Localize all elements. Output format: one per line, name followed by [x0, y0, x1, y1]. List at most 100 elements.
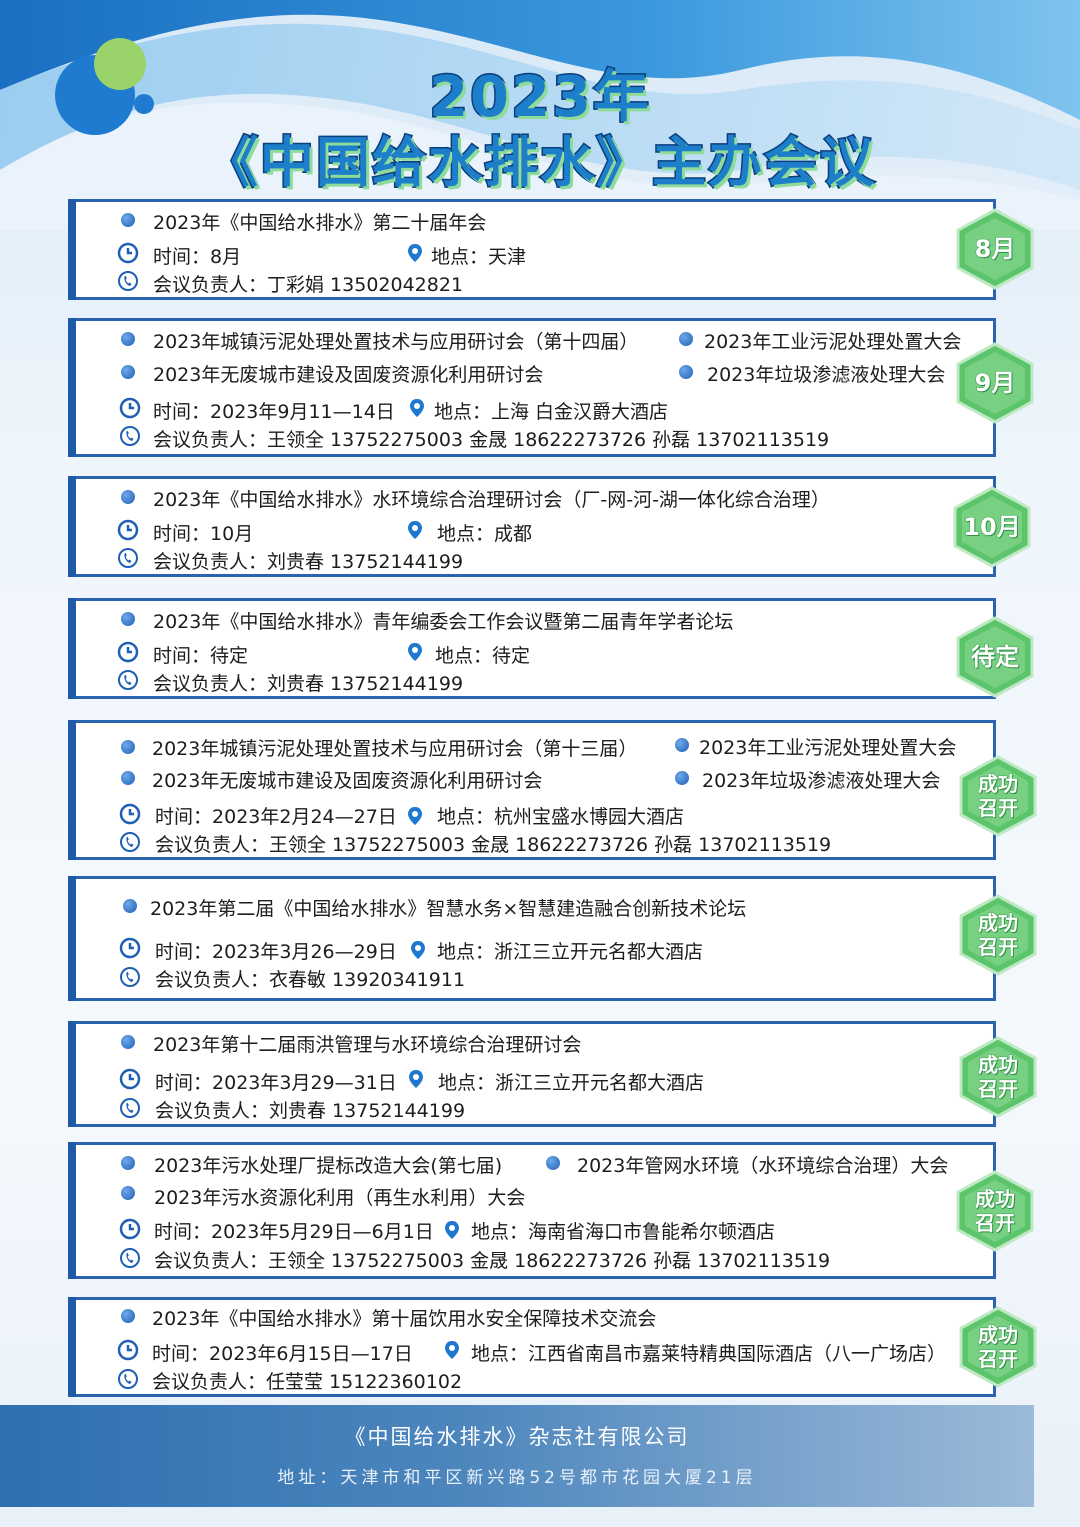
status-badge: 9月 [954, 342, 1036, 424]
meeting-topic: 2023年城镇污泥处理处置技术与应用研讨会（第十三届） [152, 738, 638, 760]
bullet-dot-icon [679, 365, 693, 379]
bullet-dot-icon [546, 1156, 560, 1170]
meeting-topic: 2023年第二届《中国给水排水》智慧水务×智慧建造融合创新技术论坛 [150, 898, 747, 920]
bullet-dot-icon [121, 1309, 135, 1323]
meeting-topic: 2023年工业污泥处理处置大会 [699, 737, 957, 759]
clock-icon [117, 1339, 139, 1361]
phone-icon [120, 832, 140, 852]
meeting-card: 2023年《中国给水排水》第十届饮用水安全保障技术交流会 时间：2023年6月1… [68, 1297, 996, 1397]
meeting-contacts: 会议负责人：王领全 13752275003 金晟 18622273726 孙磊 … [154, 1250, 831, 1272]
location-pin-icon [411, 941, 425, 959]
meeting-topic: 2023年垃圾渗滤液处理大会 [707, 364, 946, 386]
meeting-place: 地点：海南省海口市鲁能希尔顿酒店 [471, 1221, 776, 1243]
bullet-dot-icon [121, 740, 135, 754]
bullet-dot-icon [121, 365, 135, 379]
phone-icon [118, 1369, 138, 1389]
status-badge: 成功 召开 [957, 894, 1039, 976]
bullet-dot-icon [121, 771, 135, 785]
meeting-topic: 2023年无废城市建设及固废资源化利用研讨会 [152, 770, 543, 792]
meeting-contacts: 会议负责人：刘贵春 13752144199 [153, 673, 464, 695]
clock-icon [119, 1068, 141, 1090]
footer-company: 《中国给水排水》杂志社有限公司 [344, 1425, 690, 1449]
meeting-card: 2023年《中国给水排水》第二十届年会 时间：8月 地点：天津 会议负责人：丁彩… [68, 199, 996, 300]
status-badge: 8月 [954, 208, 1036, 290]
phone-icon [120, 1248, 140, 1268]
phone-icon [120, 967, 140, 987]
location-pin-icon [409, 1070, 423, 1088]
bullet-dot-icon [121, 612, 135, 626]
phone-icon [120, 1098, 140, 1118]
meeting-place: 地点：待定 [435, 645, 531, 667]
meeting-card: 2023年《中国给水排水》青年编委会工作会议暨第二届青年学者论坛 时间：待定 地… [68, 598, 996, 699]
meeting-topic: 2023年第十二届雨洪管理与水环境综合治理研讨会 [153, 1034, 582, 1056]
meeting-place: 地点：江西省南昌市嘉莱特精典国际酒店（八一广场店） [471, 1343, 947, 1365]
meeting-card: 2023年城镇污泥处理处置技术与应用研讨会（第十四届） 2023年工业污泥处理处… [68, 318, 996, 457]
status-badge: 成功 召开 [954, 1170, 1036, 1252]
meeting-time: 时间：2023年3月29—31日 [155, 1072, 397, 1094]
meeting-place: 地点：浙江三立开元名都大酒店 [438, 1072, 705, 1094]
meeting-card: 2023年第二届《中国给水排水》智慧水务×智慧建造融合创新技术论坛 时间：202… [68, 876, 996, 1001]
meeting-card: 2023年《中国给水排水》水环境综合治理研讨会（厂-网-河-湖一体化综合治理） … [68, 476, 996, 577]
status-badge: 待定 [954, 616, 1036, 698]
location-pin-icon [408, 807, 422, 825]
location-pin-icon [408, 643, 422, 661]
meeting-contacts: 会议负责人：王领全 13752275003 金晟 18622273726 孙磊 … [155, 834, 832, 856]
bullet-dot-icon [675, 771, 689, 785]
location-pin-icon [445, 1341, 459, 1359]
meeting-topic: 2023年管网水环境（水环境综合治理）大会 [577, 1155, 949, 1177]
location-pin-icon [408, 521, 422, 539]
clock-icon [117, 519, 139, 541]
meeting-card: 2023年第十二届雨洪管理与水环境综合治理研讨会 时间：2023年3月29—31… [68, 1021, 996, 1127]
clock-icon [117, 641, 139, 663]
bullet-dot-icon [121, 490, 135, 504]
bullet-dot-icon [121, 1186, 135, 1200]
meeting-topic: 2023年《中国给水排水》水环境综合治理研讨会（厂-网-河-湖一体化综合治理） [153, 489, 830, 511]
meeting-place: 地点：杭州宝盛水博园大酒店 [437, 806, 685, 828]
phone-icon [118, 271, 138, 291]
meeting-time: 时间：2023年6月15日—17日 [152, 1343, 413, 1365]
footer-address: 地址：天津市和平区新兴路52号都市花园大厦21层 [277, 1468, 757, 1488]
location-pin-icon [408, 244, 422, 262]
meeting-topic: 2023年《中国给水排水》青年编委会工作会议暨第二届青年学者论坛 [153, 611, 734, 633]
meeting-time: 时间：2023年5月29日—6月1日 [154, 1221, 434, 1243]
clock-icon [117, 242, 139, 264]
meeting-topic: 2023年工业污泥处理处置大会 [704, 331, 962, 353]
meeting-topic: 2023年垃圾渗滤液处理大会 [702, 770, 941, 792]
meeting-place: 地点：上海 白金汉爵大酒店 [434, 401, 669, 423]
clock-icon [119, 397, 141, 419]
meeting-time: 时间：10月 [153, 523, 254, 545]
meeting-topic: 2023年污水资源化利用（再生水利用）大会 [154, 1187, 526, 1209]
meeting-place: 地点：成都 [437, 523, 533, 545]
page-title: 《中国给水排水》主办会议 [203, 130, 876, 196]
bullet-dot-icon [121, 1156, 135, 1170]
meeting-time: 时间：2023年9月11—14日 [153, 401, 395, 423]
bullet-dot-icon [123, 899, 137, 913]
page-title-year: 2023年 [428, 64, 651, 132]
clock-icon [119, 937, 141, 959]
bullet-dot-icon [679, 332, 693, 346]
meeting-contacts: 会议负责人：任莹莹 15122360102 [152, 1371, 463, 1393]
status-badge: 成功 召开 [957, 1036, 1039, 1118]
meeting-card: 2023年城镇污泥处理处置技术与应用研讨会（第十三届） 2023年工业污泥处理处… [68, 720, 996, 860]
meeting-contacts: 会议负责人：衣春敏 13920341911 [155, 969, 466, 991]
meeting-topic: 2023年污水处理厂提标改造大会(第七届) [154, 1155, 503, 1177]
bullet-dot-icon [121, 332, 135, 346]
clock-icon [119, 1218, 141, 1240]
meeting-topic: 2023年城镇污泥处理处置技术与应用研讨会（第十四届） [153, 331, 639, 353]
phone-icon [120, 426, 140, 446]
location-pin-icon [410, 399, 424, 417]
meeting-time: 时间：2023年3月26—29日 [155, 941, 397, 963]
meeting-time: 时间：8月 [153, 246, 242, 268]
meeting-card: 2023年污水处理厂提标改造大会(第七届) 2023年管网水环境（水环境综合治理… [68, 1142, 996, 1279]
meeting-topic: 2023年《中国给水排水》第二十届年会 [153, 212, 487, 234]
bullet-dot-icon [121, 1035, 135, 1049]
meeting-contacts: 会议负责人：刘贵春 13752144199 [155, 1100, 466, 1122]
phone-icon [118, 670, 138, 690]
location-pin-icon [445, 1221, 459, 1239]
bullet-dot-icon [675, 738, 689, 752]
meeting-time: 时间：待定 [153, 645, 249, 667]
phone-icon [118, 548, 138, 568]
status-badge: 成功 召开 [957, 755, 1039, 837]
status-badge: 成功 召开 [957, 1306, 1039, 1388]
meeting-time: 时间：2023年2月24—27日 [155, 806, 397, 828]
